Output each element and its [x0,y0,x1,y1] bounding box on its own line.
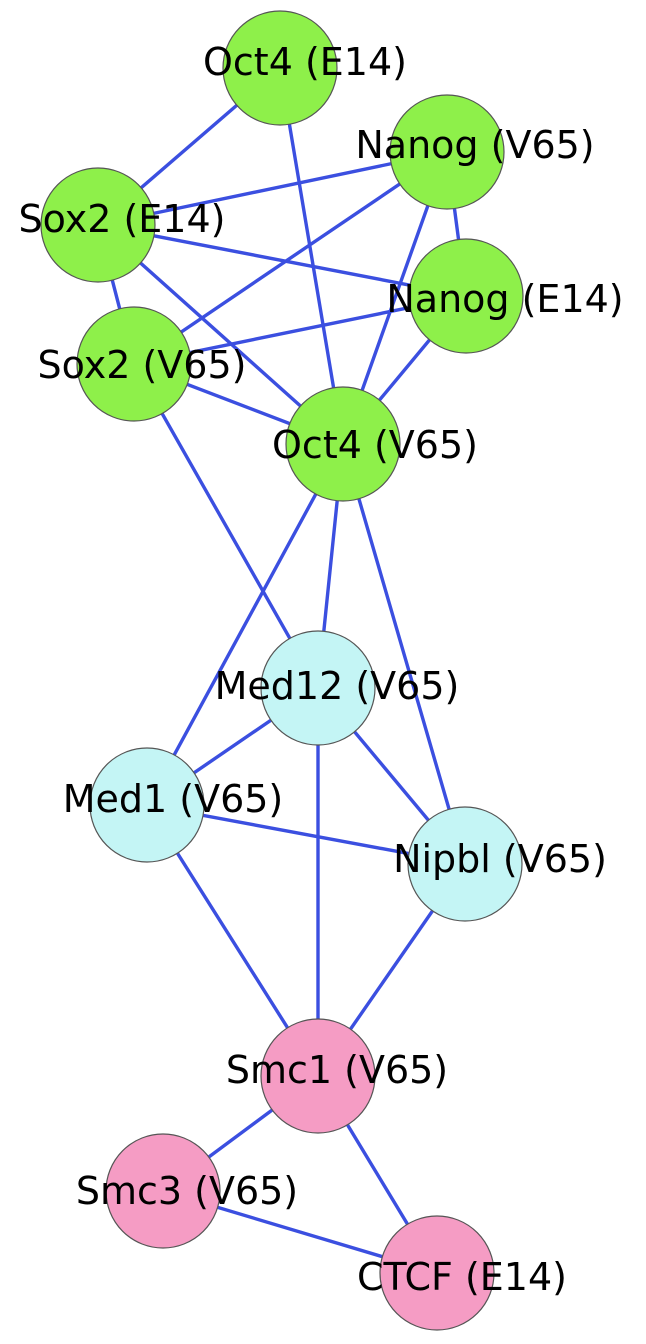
edge-oct4_e14-oct4_v65 [278,66,345,446]
node-circle-smc3_v65 [105,1133,221,1249]
node-nanog_e14: Nanog (E14) [386,238,624,354]
node-sox2_e14: Sox2 (E14) [19,167,226,283]
node-label-sox2_v65: Sox2 (V65) [38,343,247,387]
node-med1_v65: Med1 (V65) [63,747,284,863]
node-circle-ctcf_e14 [379,1215,495,1331]
node-smc3_v65: Smc3 (V65) [76,1133,298,1249]
node-circle-sox2_e14 [40,167,156,283]
edge-oct4_v65-nipbl_v65 [341,442,467,866]
node-label-nipbl_v65: Nipbl (V65) [393,837,607,881]
edge-sox2_e14-nanog_e14 [96,223,468,298]
node-circle-nipbl_v65 [407,806,523,922]
node-ctcf_e14: CTCF (E14) [357,1215,567,1331]
edge-sox2_e14-nanog_v65 [96,150,449,227]
node-label-ctcf_e14: CTCF (E14) [357,1255,567,1299]
node-med12_v65: Med12 (V65) [215,630,460,746]
node-label-oct4_v65: Oct4 (V65) [272,423,478,467]
node-smc1_v65: Smc1 (V65) [226,1018,448,1134]
node-circle-med12_v65 [260,630,376,746]
node-label-sox2_e14: Sox2 (E14) [19,197,226,241]
edge-oct4_v65-med1_v65 [145,442,345,807]
node-nipbl_v65: Nipbl (V65) [393,806,607,922]
node-label-oct4_e14: Oct4 (E14) [203,40,407,84]
edge-nanog_v65-sox2_v65 [132,150,449,366]
node-label-med1_v65: Med1 (V65) [63,777,284,821]
node-label-med12_v65: Med12 (V65) [215,664,460,708]
node-sox2_v65: Sox2 (V65) [38,306,247,422]
node-nanog_v65: Nanog (V65) [355,94,595,210]
node-oct4_e14: Oct4 (E14) [203,10,407,126]
node-circle-nanog_v65 [389,94,505,210]
node-circle-smc1_v65 [260,1018,376,1134]
node-circle-oct4_v65 [285,386,401,502]
edge-sox2_v65-med12_v65 [132,362,320,690]
node-circle-oct4_e14 [222,10,338,126]
node-circle-nanog_e14 [408,238,524,354]
node-circle-sox2_v65 [76,306,192,422]
nodes-layer: Oct4 (E14) Nanog (V65) Sox2 (E14) Nanog (E1… [19,10,624,1331]
node-label-smc1_v65: Smc1 (V65) [226,1048,448,1092]
node-oct4_v65: Oct4 (V65) [272,386,478,502]
node-circle-med1_v65 [89,747,205,863]
node-label-nanog_v65: Nanog (V65) [355,123,594,167]
node-label-nanog_e14: Nanog (E14) [386,277,623,321]
node-label-smc3_v65: Smc3 (V65) [76,1169,298,1213]
